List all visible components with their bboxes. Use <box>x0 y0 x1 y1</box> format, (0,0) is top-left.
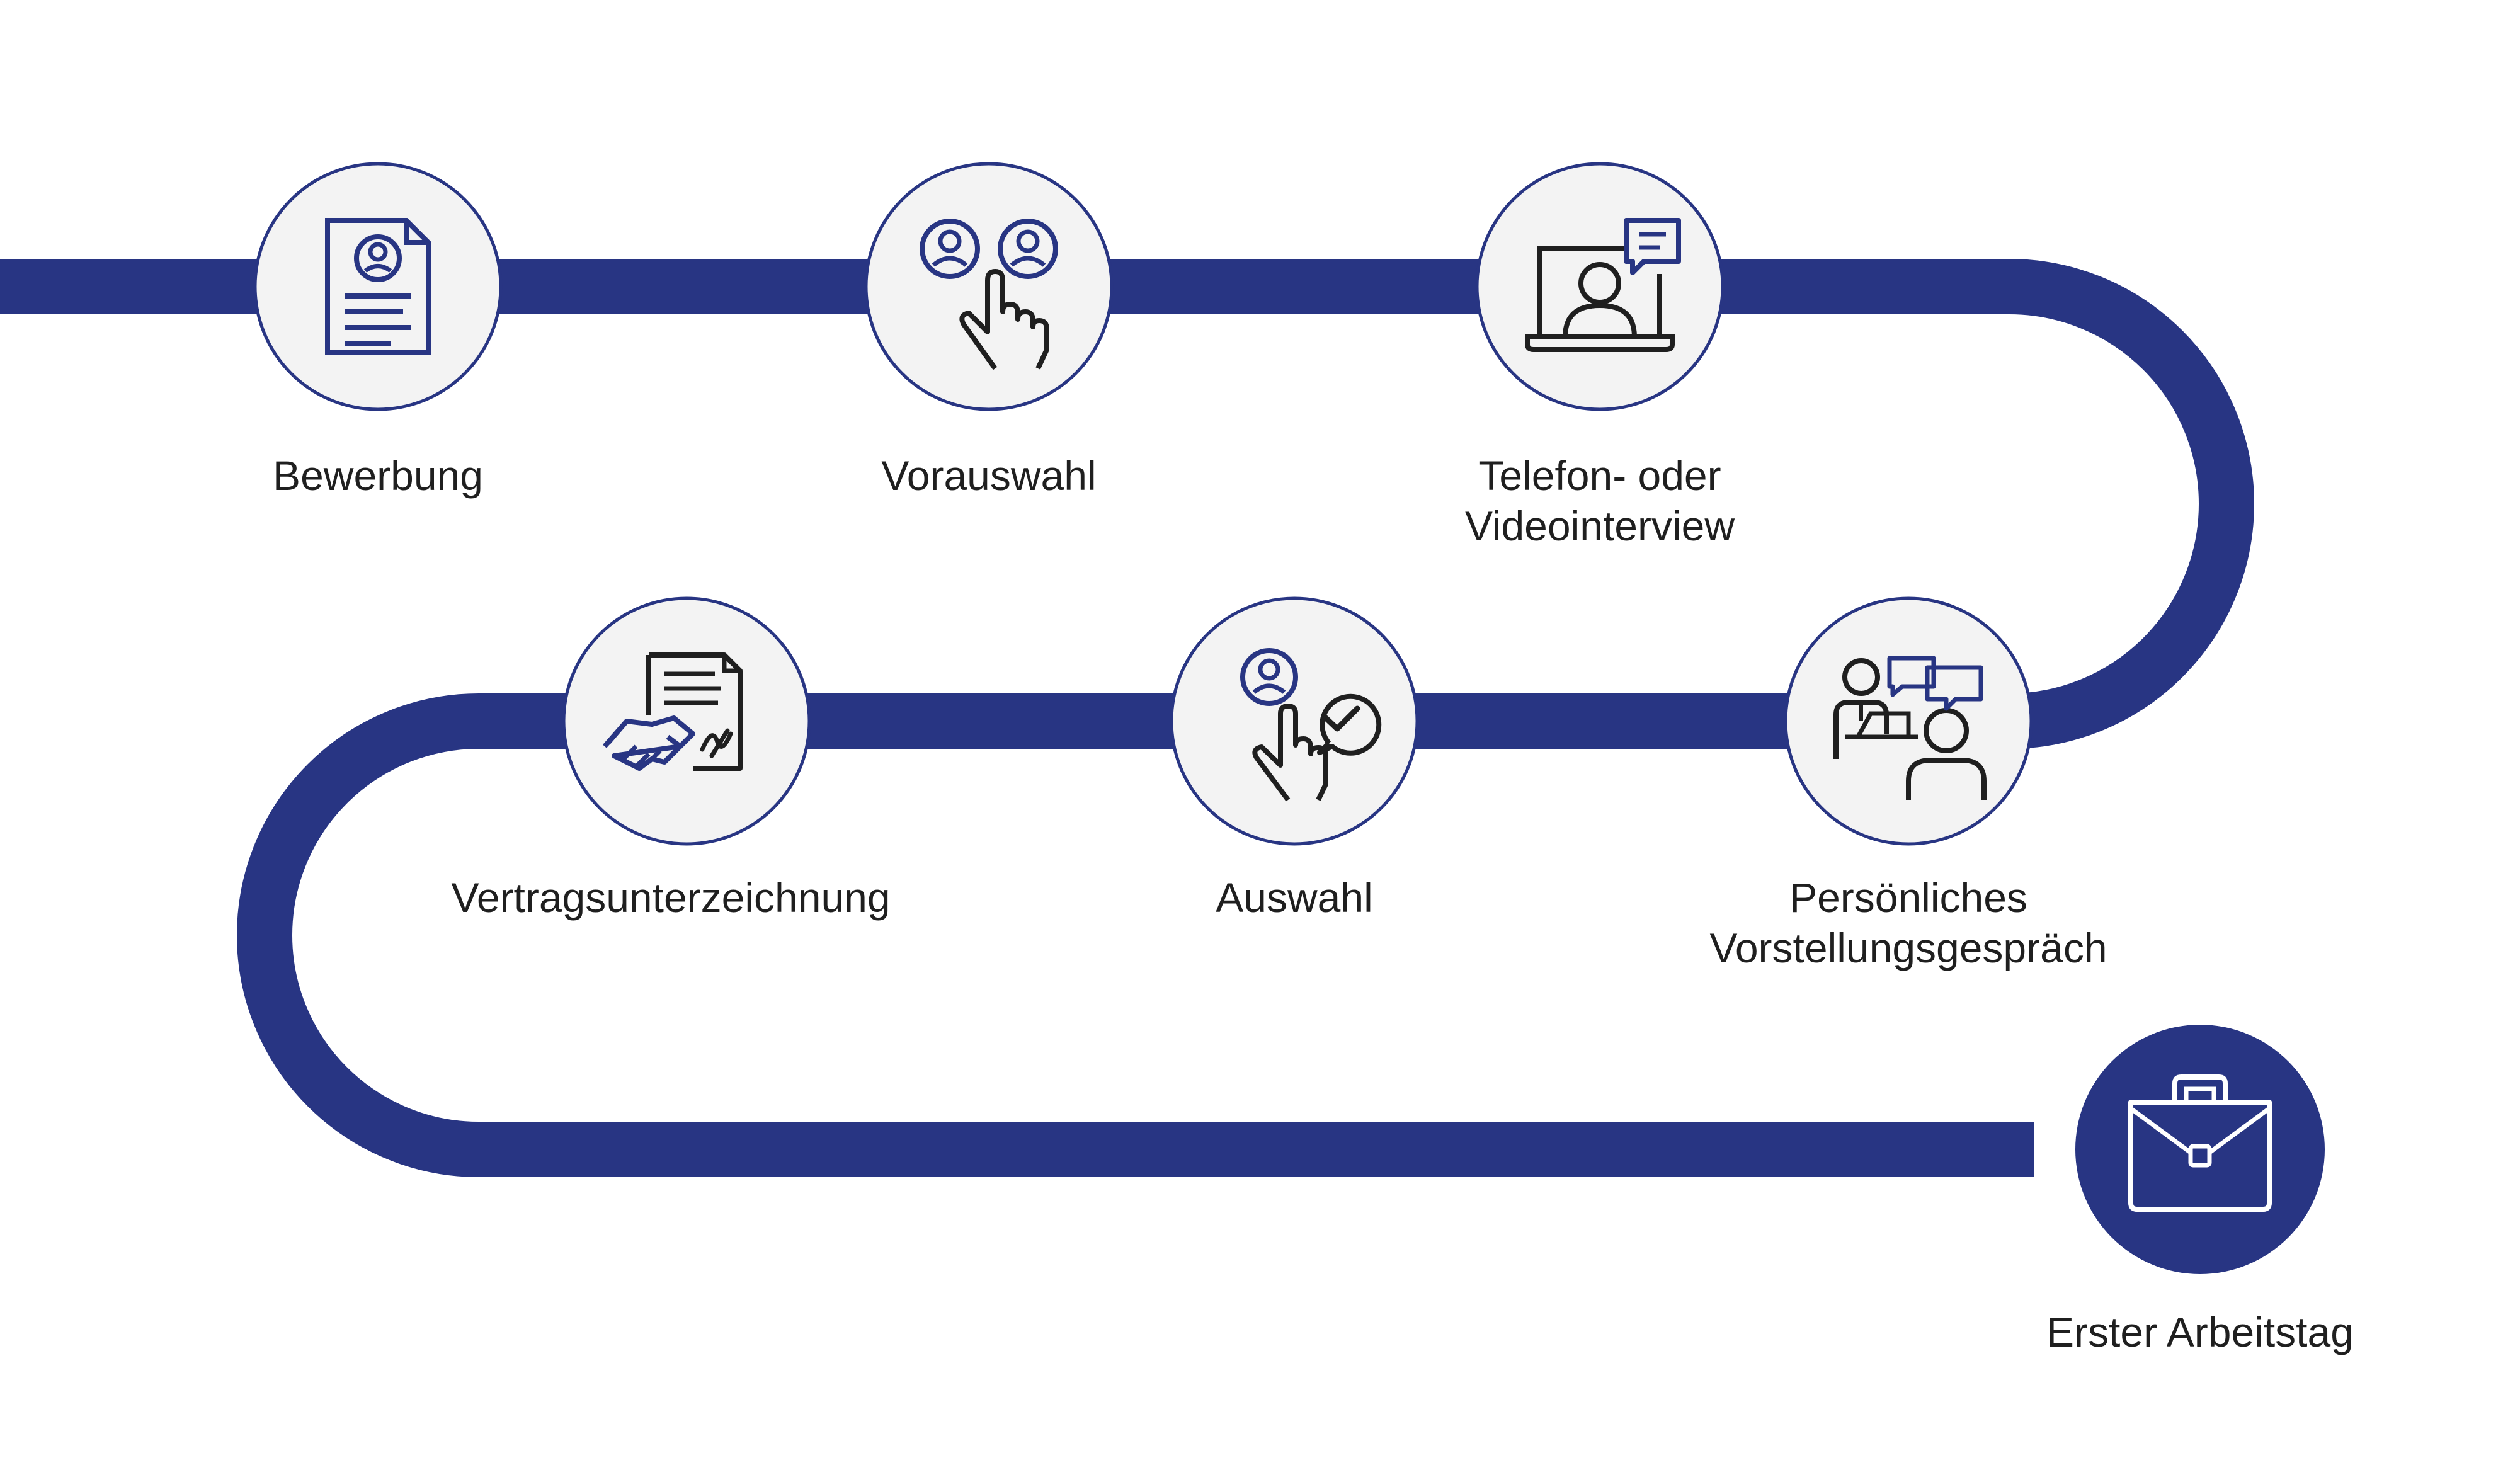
step-erster-arbeitstag-circle <box>2075 1025 2325 1274</box>
step-vorauswahl <box>864 162 1114 411</box>
label-line: Auswahl <box>1216 874 1373 921</box>
label-erster-arbeitstag: Erster Arbeitstag <box>1885 1307 2515 1357</box>
label-vorstellungsgespraech: Persönliches Vorstellungsgespräch <box>1594 872 2223 973</box>
label-bewerbung: Bewerbung <box>63 450 693 501</box>
step-videointerview-circle <box>1475 162 1725 411</box>
contract-handshake-icon <box>602 652 743 771</box>
label-line: Vorstellungsgespräch <box>1709 925 2107 971</box>
step-auswahl <box>1170 596 1419 846</box>
step-vertragsunterzeichnung-circle <box>562 596 811 846</box>
label-line: Erster Arbeitstag <box>2046 1309 2354 1355</box>
label-videointerview: Telefon- oder Videointerview <box>1285 450 1915 551</box>
step-bewerbung <box>253 162 503 411</box>
label-line: Vertragsunterzeichnung <box>451 874 891 921</box>
label-line: Videointerview <box>1464 503 1735 549</box>
step-bewerbung-circle <box>253 162 503 411</box>
label-line: Persönliches <box>1789 874 2027 921</box>
video-call-icon <box>1525 218 1681 352</box>
label-line: Bewerbung <box>273 452 483 499</box>
label-auswahl: Auswahl <box>979 872 1609 923</box>
label-line: Vorauswahl <box>881 452 1097 499</box>
select-person-check-icon <box>1240 648 1382 802</box>
meeting-icon <box>1833 656 1987 800</box>
resume-icon <box>325 218 431 355</box>
step-vorstellungsgespraech <box>1784 596 2033 846</box>
step-vertragsunterzeichnung <box>562 596 811 846</box>
select-candidates-icon <box>920 219 1058 370</box>
label-vorauswahl: Vorauswahl <box>674 450 1304 501</box>
label-line: Telefon- oder <box>1478 452 1721 499</box>
step-erster-arbeitstag <box>2075 1025 2325 1274</box>
briefcase-icon <box>2128 1074 2272 1212</box>
step-videointerview <box>1475 162 1725 411</box>
label-vertragsunterzeichnung: Vertragsunterzeichnung <box>356 872 986 923</box>
